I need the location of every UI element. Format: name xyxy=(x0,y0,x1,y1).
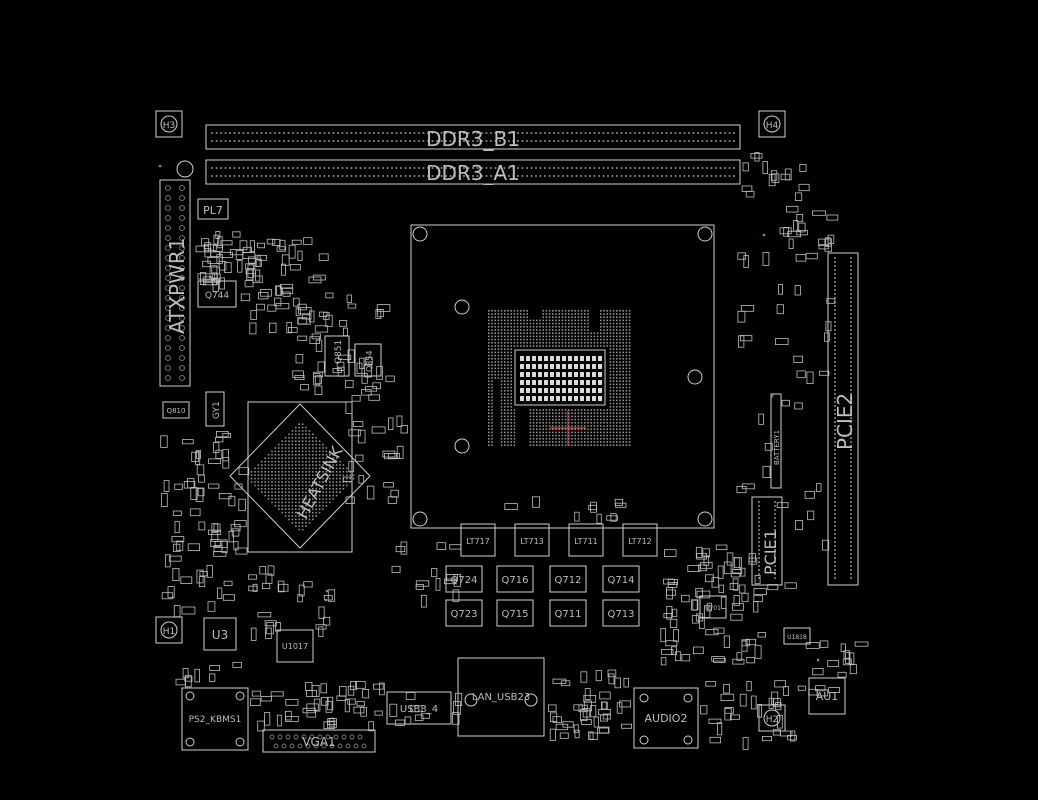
label-q712: Q712 xyxy=(555,575,582,586)
pcie1-slot: PCIE1 xyxy=(751,496,783,586)
ddr3-slot-a1: DDR3_A1 xyxy=(205,159,741,185)
label-q711: Q711 xyxy=(555,609,582,620)
cpu-center-box xyxy=(514,349,606,406)
mounting-hole-h4: H4 xyxy=(758,110,786,138)
cpu-crosshair-marker xyxy=(550,410,586,446)
mosfet-q711: Q711 xyxy=(549,599,587,627)
inductor-lt712: LT712 xyxy=(622,523,658,557)
label-ddr3-a1: DDR3_A1 xyxy=(426,161,520,185)
inductor-lt711: LT711 xyxy=(568,523,604,557)
vga-connector: VGA1 xyxy=(262,729,376,753)
label-lt713: LT713 xyxy=(520,537,544,546)
audio-codec-au1: AU1 xyxy=(808,677,846,715)
chip-u1017: U1017 xyxy=(276,629,314,663)
label-gy1: GY1 xyxy=(212,401,222,419)
atx-pins xyxy=(165,185,185,381)
audio-connector: AUDIO2 xyxy=(633,687,699,749)
crystal-gy1: GY1 xyxy=(205,391,225,427)
pcie2-slot: PCIE2 xyxy=(827,252,859,586)
chip-u3: U3 xyxy=(203,617,237,651)
ddr3-b1-pins xyxy=(211,132,735,142)
label-q716: Q716 xyxy=(502,575,529,586)
label-lt712: LT712 xyxy=(628,537,652,546)
label-vga1: VGA1 xyxy=(302,735,335,749)
label-q713: Q713 xyxy=(608,609,635,620)
ps2-connector: PS2_KBMS1 xyxy=(181,687,249,751)
mosfet-q851: Q851 xyxy=(324,335,350,377)
mosfet-q723: Q723 xyxy=(445,599,483,627)
cpu-socket xyxy=(410,224,715,529)
label-au1: AU1 xyxy=(816,690,839,703)
smd-components xyxy=(158,152,869,750)
label-usb3-4: USB3_4 xyxy=(400,704,438,715)
label-ps2-kbms1: PS2_KBMS1 xyxy=(189,715,242,725)
label-h4: H4 xyxy=(766,121,779,131)
label-q851: Q851 xyxy=(334,340,344,364)
mosfet-q854: Q854 xyxy=(354,343,382,377)
cpu-center-components xyxy=(520,356,602,401)
chip-u1818: U1818 xyxy=(783,627,811,645)
usb34-connector: USB3_4 xyxy=(386,691,452,725)
label-lan-usb23: LAN_USB23 xyxy=(472,692,530,703)
label-h2: H2 xyxy=(766,715,779,725)
label-u1818: U1818 xyxy=(787,634,807,641)
label-ddr3-b1: DDR3_B1 xyxy=(426,127,520,151)
cpu-pad-array xyxy=(488,310,631,446)
mounting-hole-h2: H2 xyxy=(758,704,786,732)
label-lt711: LT711 xyxy=(574,537,598,546)
ddr3-slot-b1: DDR3_B1 xyxy=(205,124,741,151)
label-lt717: LT717 xyxy=(466,537,490,546)
label-h1: H1 xyxy=(163,627,176,637)
label-q723: Q723 xyxy=(451,609,478,620)
label-battery: BATTERY1 xyxy=(773,430,781,465)
label-q744: Q744 xyxy=(205,291,230,301)
standoff-ring xyxy=(176,160,194,178)
pcie1-pins xyxy=(758,501,776,579)
atx-power-connector: ATXPWR1 xyxy=(159,179,191,387)
battery-holder: BATTERY1 xyxy=(770,393,782,489)
mounting-hole-h3: H3 xyxy=(155,110,183,138)
label-u3: U3 xyxy=(212,628,228,642)
label-q724: Q724 xyxy=(451,575,478,586)
label-audio2: AUDIO2 xyxy=(645,712,688,725)
mosfet-q714: Q714 xyxy=(602,565,640,593)
mosfet-q712: Q712 xyxy=(549,565,587,593)
label-u1017: U1017 xyxy=(282,642,308,651)
pcie2-pins xyxy=(834,257,852,579)
label-q714: Q714 xyxy=(608,575,635,586)
lan-usb-connector: LAN_USB23 xyxy=(457,657,545,737)
inductor-pl7: PL7 xyxy=(197,198,229,220)
label-q810: Q810 xyxy=(167,407,186,415)
label-atxpwr1: ATXPWR1 xyxy=(165,237,189,334)
inductor-lt713: LT713 xyxy=(514,523,550,557)
label-q715: Q715 xyxy=(502,609,529,620)
label-pcie2: PCIE2 xyxy=(833,393,857,450)
label-pl7: PL7 xyxy=(203,204,223,217)
chipset-ball-grid xyxy=(247,423,355,531)
label-pcie1: PCIE1 xyxy=(761,529,780,575)
mosfet-q715: Q715 xyxy=(496,599,534,627)
mounting-hole-h1: H1 xyxy=(155,616,183,644)
ddr3-a1-pins xyxy=(211,167,735,177)
vga-pins xyxy=(269,734,367,749)
label-u701: U701 xyxy=(705,605,721,612)
chip-u701: U701 xyxy=(699,595,727,619)
inductor-lt717: LT717 xyxy=(460,523,496,557)
mosfet-q716: Q716 xyxy=(496,565,534,593)
mosfet-q713: Q713 xyxy=(602,599,640,627)
label-q854: Q854 xyxy=(365,350,374,372)
part-q810: Q810 xyxy=(162,401,190,419)
label-h3: H3 xyxy=(163,121,176,131)
